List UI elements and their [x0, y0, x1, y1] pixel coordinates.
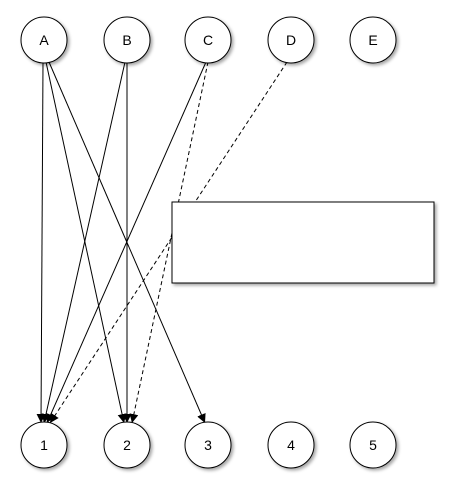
node-label-2: 2	[123, 437, 131, 453]
node-circle-D	[267, 16, 315, 64]
node-top-A: A	[20, 16, 68, 64]
edge-C-to-2	[129, 61, 209, 424]
node-bottom-1: 1	[20, 421, 68, 469]
node-label-E: E	[368, 32, 377, 48]
node-circle-E	[349, 16, 397, 64]
node-circle-2	[103, 421, 151, 469]
empty-box	[171, 201, 435, 284]
node-label-D: D	[286, 32, 296, 48]
node-bottom-2: 2	[103, 421, 151, 469]
edge-D-to-1	[49, 61, 288, 424]
node-circle-B	[103, 16, 151, 64]
edges-layer	[36, 61, 288, 424]
node-circle-A	[20, 16, 68, 64]
node-bottom-3: 3	[184, 421, 232, 469]
node-top-C: C	[184, 16, 232, 64]
node-top-B: B	[103, 16, 151, 64]
node-circle-C	[184, 16, 232, 64]
node-label-3: 3	[204, 437, 212, 453]
node-circle-1	[20, 421, 68, 469]
node-top-E: E	[349, 16, 397, 64]
node-circle-3	[184, 421, 232, 469]
node-label-4: 4	[287, 437, 295, 453]
nodes-layer: A B C D E 1 2 3 4 5	[20, 16, 397, 469]
node-circle-4	[267, 421, 315, 469]
edge-B-to-1	[41, 61, 126, 424]
node-label-A: A	[39, 32, 49, 48]
node-top-D: D	[267, 16, 315, 64]
node-label-C: C	[203, 32, 213, 48]
edge-A-to-1	[36, 61, 46, 424]
node-circle-5	[349, 421, 397, 469]
node-bottom-4: 4	[267, 421, 315, 469]
node-label-5: 5	[369, 437, 377, 453]
edge-C-to-1	[46, 61, 207, 424]
node-bottom-5: 5	[349, 421, 397, 469]
node-label-B: B	[122, 32, 131, 48]
node-label-1: 1	[40, 437, 48, 453]
